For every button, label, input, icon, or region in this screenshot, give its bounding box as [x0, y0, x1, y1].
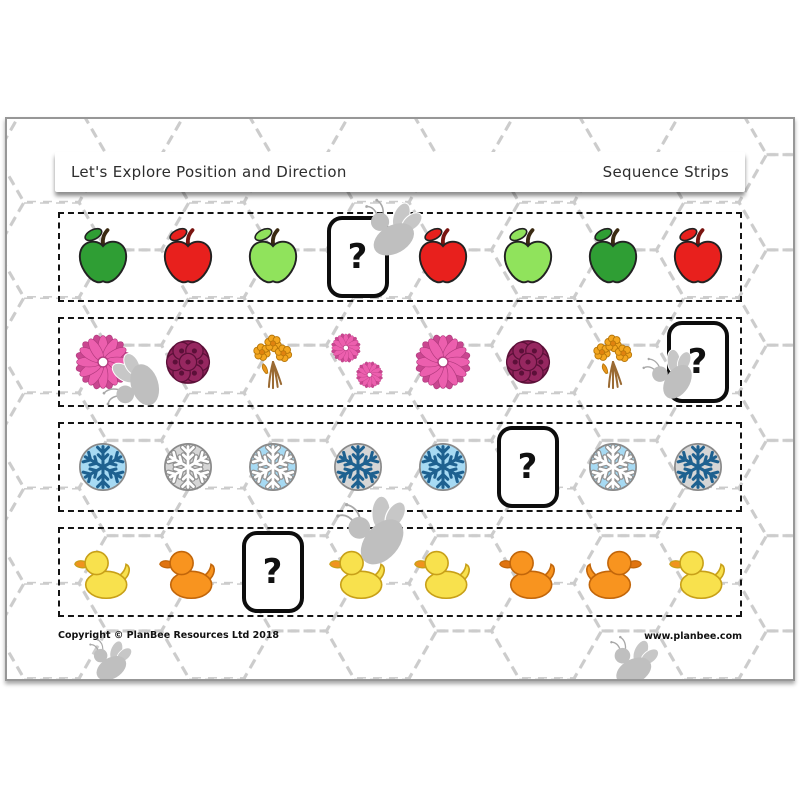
sequence-item — [655, 214, 740, 300]
rubber-duck-icon — [413, 550, 470, 600]
apple-icon — [503, 227, 552, 284]
apple-icon — [78, 227, 127, 284]
sequence-item — [60, 214, 145, 300]
website-link: www.planbee.com — [644, 631, 742, 642]
sequence-item — [570, 214, 655, 300]
bouquet-icon — [592, 334, 632, 390]
sequence-item — [145, 424, 230, 510]
snowflake-circle-icon — [588, 443, 637, 491]
question-mark: ? — [347, 237, 368, 277]
sequence-item — [60, 424, 145, 510]
sequence-item — [655, 529, 740, 615]
sequence-item — [230, 319, 315, 405]
sequence-item — [230, 424, 315, 510]
sequence-item — [400, 424, 485, 510]
question-mark: ? — [262, 552, 283, 592]
sequence-item — [485, 214, 570, 300]
sequence-item: ? — [315, 214, 400, 300]
sequence-item — [60, 529, 145, 615]
sequence-item — [230, 214, 315, 300]
apple-icon — [418, 227, 467, 284]
sequence-item — [400, 529, 485, 615]
sequence-item — [570, 529, 655, 615]
purple-flower-cluster-icon — [165, 340, 210, 384]
sequence-item: ? — [230, 529, 315, 615]
sequence-item — [315, 424, 400, 510]
resource-title: Sequence Strips — [602, 163, 729, 181]
flower-sequence-strip: ? — [58, 317, 742, 407]
sequence-item — [315, 319, 400, 405]
snowflake-circle-icon — [78, 443, 127, 491]
sequence-item: ? — [655, 319, 740, 405]
header-bar: Let's Explore Position and Direction Seq… — [55, 152, 745, 192]
apple-icon — [163, 227, 212, 284]
lesson-title: Let's Explore Position and Direction — [71, 163, 347, 181]
sequence-item: ? — [485, 424, 570, 510]
rubber-duck-icon — [328, 550, 385, 600]
rubber-duck-icon — [73, 550, 130, 600]
sequence-item — [400, 214, 485, 300]
sequence-item — [145, 214, 230, 300]
snowflake-sequence-strip: ? — [58, 422, 742, 512]
apple-sequence-strip: ? — [58, 212, 742, 302]
worksheet-slide: Let's Explore Position and Direction Seq… — [5, 117, 795, 681]
sequence-item — [570, 424, 655, 510]
sequence-item — [655, 424, 740, 510]
sequence-item — [400, 319, 485, 405]
question-box: ? — [241, 531, 304, 613]
question-box: ? — [496, 426, 559, 508]
question-box: ? — [326, 216, 389, 298]
question-mark: ? — [517, 447, 538, 487]
apple-icon — [248, 227, 297, 284]
apple-icon — [588, 227, 637, 284]
duck-sequence-strip: ? — [58, 527, 742, 617]
apple-icon — [673, 227, 722, 284]
bouquet-icon — [252, 334, 292, 390]
sequence-item — [145, 529, 230, 615]
sequence-item — [570, 319, 655, 405]
sequence-item — [315, 529, 400, 615]
sequence-item — [145, 319, 230, 405]
double-daisy-icon — [330, 333, 383, 388]
snowflake-circle-icon — [163, 443, 212, 491]
snowflake-circle-icon — [418, 443, 467, 491]
snowflake-circle-icon — [673, 443, 722, 491]
snowflake-circle-icon — [248, 443, 297, 491]
question-mark: ? — [687, 342, 708, 382]
snowflake-circle-icon — [333, 443, 382, 491]
sequence-item — [485, 529, 570, 615]
sequence-item — [60, 319, 145, 405]
pink-daisy-icon — [75, 334, 130, 390]
rubber-duck-icon — [498, 550, 555, 600]
rubber-duck-icon — [585, 550, 642, 600]
question-box: ? — [666, 321, 729, 403]
purple-flower-cluster-icon — [505, 340, 550, 384]
sequence-item — [485, 319, 570, 405]
rubber-duck-icon — [668, 550, 725, 600]
copyright-text: Copyright © PlanBee Resources Ltd 2018 — [58, 630, 280, 641]
pink-daisy-icon — [415, 334, 470, 390]
rubber-duck-icon — [158, 550, 215, 600]
